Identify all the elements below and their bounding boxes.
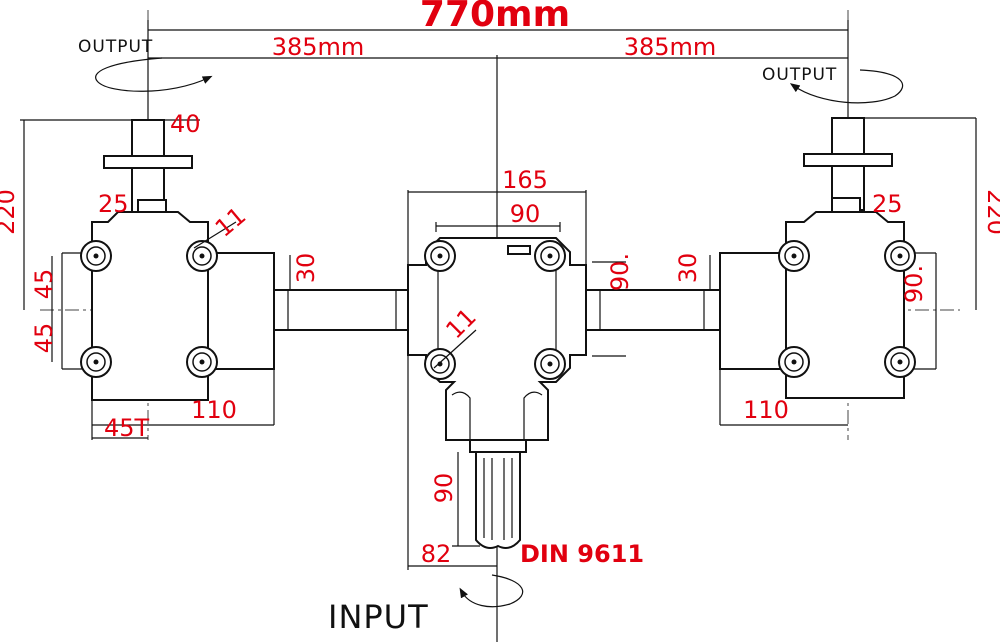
dim-left-lower: 45 (30, 323, 58, 354)
left-output-gearbox (20, 119, 411, 440)
dim-half-left: 385mm (272, 33, 365, 61)
dim-left-base: 110 (191, 396, 237, 424)
center-input-gearbox (407, 190, 626, 570)
dim-right-height: 220 (982, 189, 1000, 235)
dim-left-flange: 25 (98, 190, 129, 218)
dim-left-hole: 11 (210, 202, 251, 243)
top-dimension-lines (147, 20, 849, 120)
input-rotation-arrow (459, 574, 524, 608)
dim-input-length: 90 (430, 473, 458, 504)
dim-half-right: 385mm (624, 33, 717, 61)
right-output-rotation-arrow (789, 69, 904, 104)
spline-standard: DIN 9611 (520, 540, 644, 568)
dim-center-width: 165 (502, 166, 548, 194)
dim-right-side: 90. (900, 265, 928, 303)
dim-left-shaft: 30 (292, 253, 320, 284)
dim-left-height: 220 (0, 189, 20, 235)
dim-center-side: 90. (606, 253, 634, 291)
output-left-label: OUTPUT (78, 37, 153, 57)
left-output-rotation-arrow (95, 57, 213, 92)
dim-left-offset: 45T (104, 414, 150, 442)
dim-input-offset: 82 (421, 540, 452, 568)
rotation-arrows (95, 57, 904, 608)
dim-left-shaft-dia: 40 (170, 110, 201, 138)
dim-right-flange: 25 (872, 190, 903, 218)
dim-center-holes: 90 (510, 200, 541, 228)
right-output-gearbox (583, 117, 977, 426)
dim-right-shaft: 30 (674, 253, 702, 284)
input-label: INPUT (328, 598, 429, 636)
dim-right-base: 110 (743, 396, 789, 424)
dim-total-length: 770mm (420, 0, 570, 35)
output-right-label: OUTPUT (762, 65, 837, 85)
dim-left-upper: 45 (30, 269, 58, 300)
